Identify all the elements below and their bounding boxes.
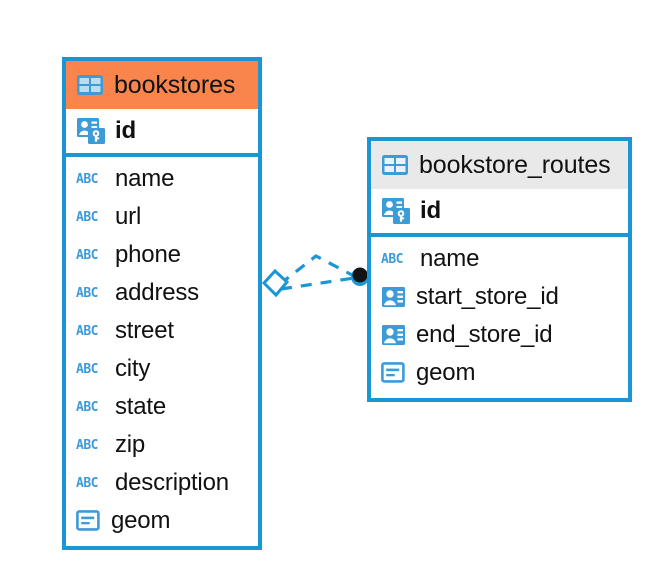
field-label: city (115, 355, 151, 382)
entity-header-bookstore-routes[interactable]: bookstore_routes (371, 141, 628, 189)
field-label: phone (115, 241, 181, 268)
fields-list-bookstores: ABC name ABC url ABC phone ABC address A… (66, 157, 258, 546)
field-label: street (115, 317, 174, 344)
field-label: geom (111, 507, 171, 534)
field-label: id (115, 117, 136, 144)
fields-list-bookstore-routes: ABC name start_store_id (371, 237, 628, 398)
field-row-name[interactable]: ABC name (371, 240, 628, 278)
field-row-city[interactable]: ABC city (66, 350, 258, 388)
text-type-icon: ABC (381, 251, 403, 267)
relationship-line-lower (280, 276, 355, 291)
geometry-type-icon (381, 362, 407, 384)
geometry-type-icon (76, 510, 102, 532)
field-row-name[interactable]: ABC name (66, 160, 258, 198)
field-row-primary-key[interactable]: id (371, 189, 628, 233)
entity-header-bookstores[interactable]: bookstores (66, 61, 258, 109)
text-type-icon: ABC (76, 399, 98, 415)
field-label: start_store_id (416, 283, 559, 310)
field-label: name (420, 245, 480, 272)
field-row-end-store-id[interactable]: end_store_id (371, 316, 628, 354)
text-type-icon: ABC (76, 285, 98, 301)
relationship-line-upper (279, 254, 355, 286)
text-type-icon: ABC (76, 323, 98, 339)
text-type-icon: ABC (76, 247, 98, 263)
field-row-primary-key[interactable]: id (66, 109, 258, 153)
entity-bookstore-routes[interactable]: bookstore_routes (367, 137, 632, 402)
primary-key-icon (381, 197, 411, 225)
field-label: description (115, 469, 229, 496)
diamond-marker (261, 268, 290, 298)
text-type-icon: ABC (76, 171, 98, 187)
field-row-address[interactable]: ABC address (66, 274, 258, 312)
field-row-geom[interactable]: geom (371, 354, 628, 392)
field-row-state[interactable]: ABC state (66, 388, 258, 426)
field-label: state (115, 393, 167, 420)
field-row-geom[interactable]: geom (66, 502, 258, 540)
foreign-key-icon (381, 324, 407, 346)
field-label: end_store_id (416, 321, 553, 348)
field-label: address (115, 279, 199, 306)
field-label: url (115, 203, 142, 230)
entity-title: bookstores (114, 70, 236, 99)
field-row-phone[interactable]: ABC phone (66, 236, 258, 274)
primary-key-icon (76, 117, 106, 145)
entity-title: bookstore_routes (419, 150, 611, 179)
primary-key-section-bookstore-routes: id (371, 189, 628, 237)
table-icon (76, 74, 104, 96)
field-label: name (115, 165, 175, 192)
text-type-icon: ABC (76, 475, 98, 491)
primary-key-section-bookstores: id (66, 109, 258, 157)
field-label: zip (115, 431, 146, 458)
table-icon (381, 154, 409, 176)
field-row-start-store-id[interactable]: start_store_id (371, 278, 628, 316)
entity-bookstores[interactable]: bookstores (62, 57, 262, 550)
field-row-description[interactable]: ABC description (66, 464, 258, 502)
field-row-street[interactable]: ABC street (66, 312, 258, 350)
text-type-icon: ABC (76, 437, 98, 453)
field-label: geom (416, 359, 476, 386)
text-type-icon: ABC (76, 361, 98, 377)
field-row-url[interactable]: ABC url (66, 198, 258, 236)
text-type-icon: ABC (76, 209, 98, 225)
field-label: id (420, 197, 441, 224)
foreign-key-icon (381, 286, 407, 308)
field-row-zip[interactable]: ABC zip (66, 426, 258, 464)
